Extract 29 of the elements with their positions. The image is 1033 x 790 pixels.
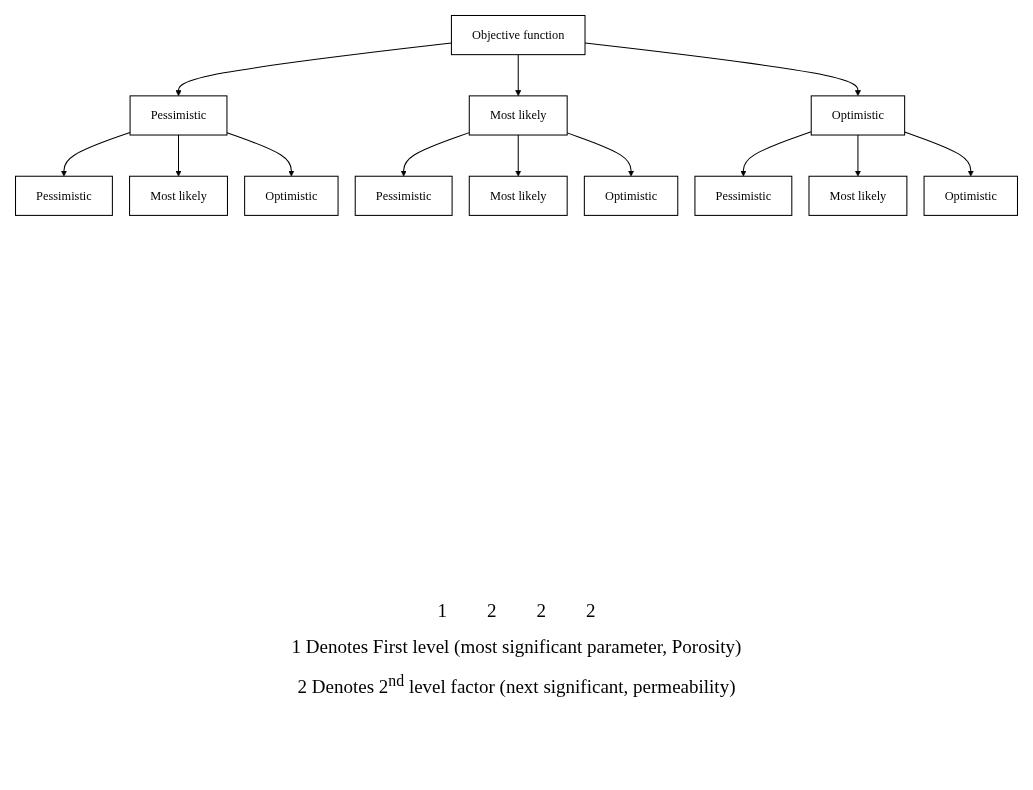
node-box: Most likely bbox=[468, 95, 568, 136]
level-number: 2 bbox=[586, 600, 596, 622]
note-text: 2 Denotes 2$^{nd}$ level factor (next significant, permeability) bbox=[297, 672, 736, 699]
node-box: Most likely bbox=[468, 175, 568, 216]
arrow bbox=[740, 131, 812, 177]
arrow bbox=[175, 134, 182, 177]
node-box: Optimistic bbox=[923, 175, 1018, 216]
level-number: 2 bbox=[536, 600, 546, 622]
arrow bbox=[226, 132, 295, 177]
arrow bbox=[854, 134, 861, 177]
arrow bbox=[515, 54, 522, 97]
node-box: Most likely bbox=[129, 175, 228, 216]
node-box: Optimistic bbox=[810, 95, 906, 136]
node-box: Pessimistic bbox=[354, 175, 453, 216]
note-text: 1 Denotes First level (most significant parameter, Porosity) bbox=[291, 636, 742, 658]
node-box: Optimistic bbox=[583, 175, 679, 216]
node-box: Pessimistic bbox=[694, 175, 793, 216]
node-box: Optimistic bbox=[244, 175, 339, 216]
node-box: Objective function bbox=[450, 15, 586, 56]
level-number: 2 bbox=[487, 600, 497, 622]
arrow bbox=[400, 132, 470, 177]
node-box: Pessimistic bbox=[129, 95, 228, 136]
arrow bbox=[60, 131, 131, 177]
arrow bbox=[515, 134, 522, 177]
arrow bbox=[904, 131, 974, 177]
level-number: 1 bbox=[437, 600, 447, 622]
arrow bbox=[175, 42, 452, 97]
node-box: Pessimistic bbox=[15, 175, 113, 216]
node-box: Most likely bbox=[808, 175, 908, 216]
